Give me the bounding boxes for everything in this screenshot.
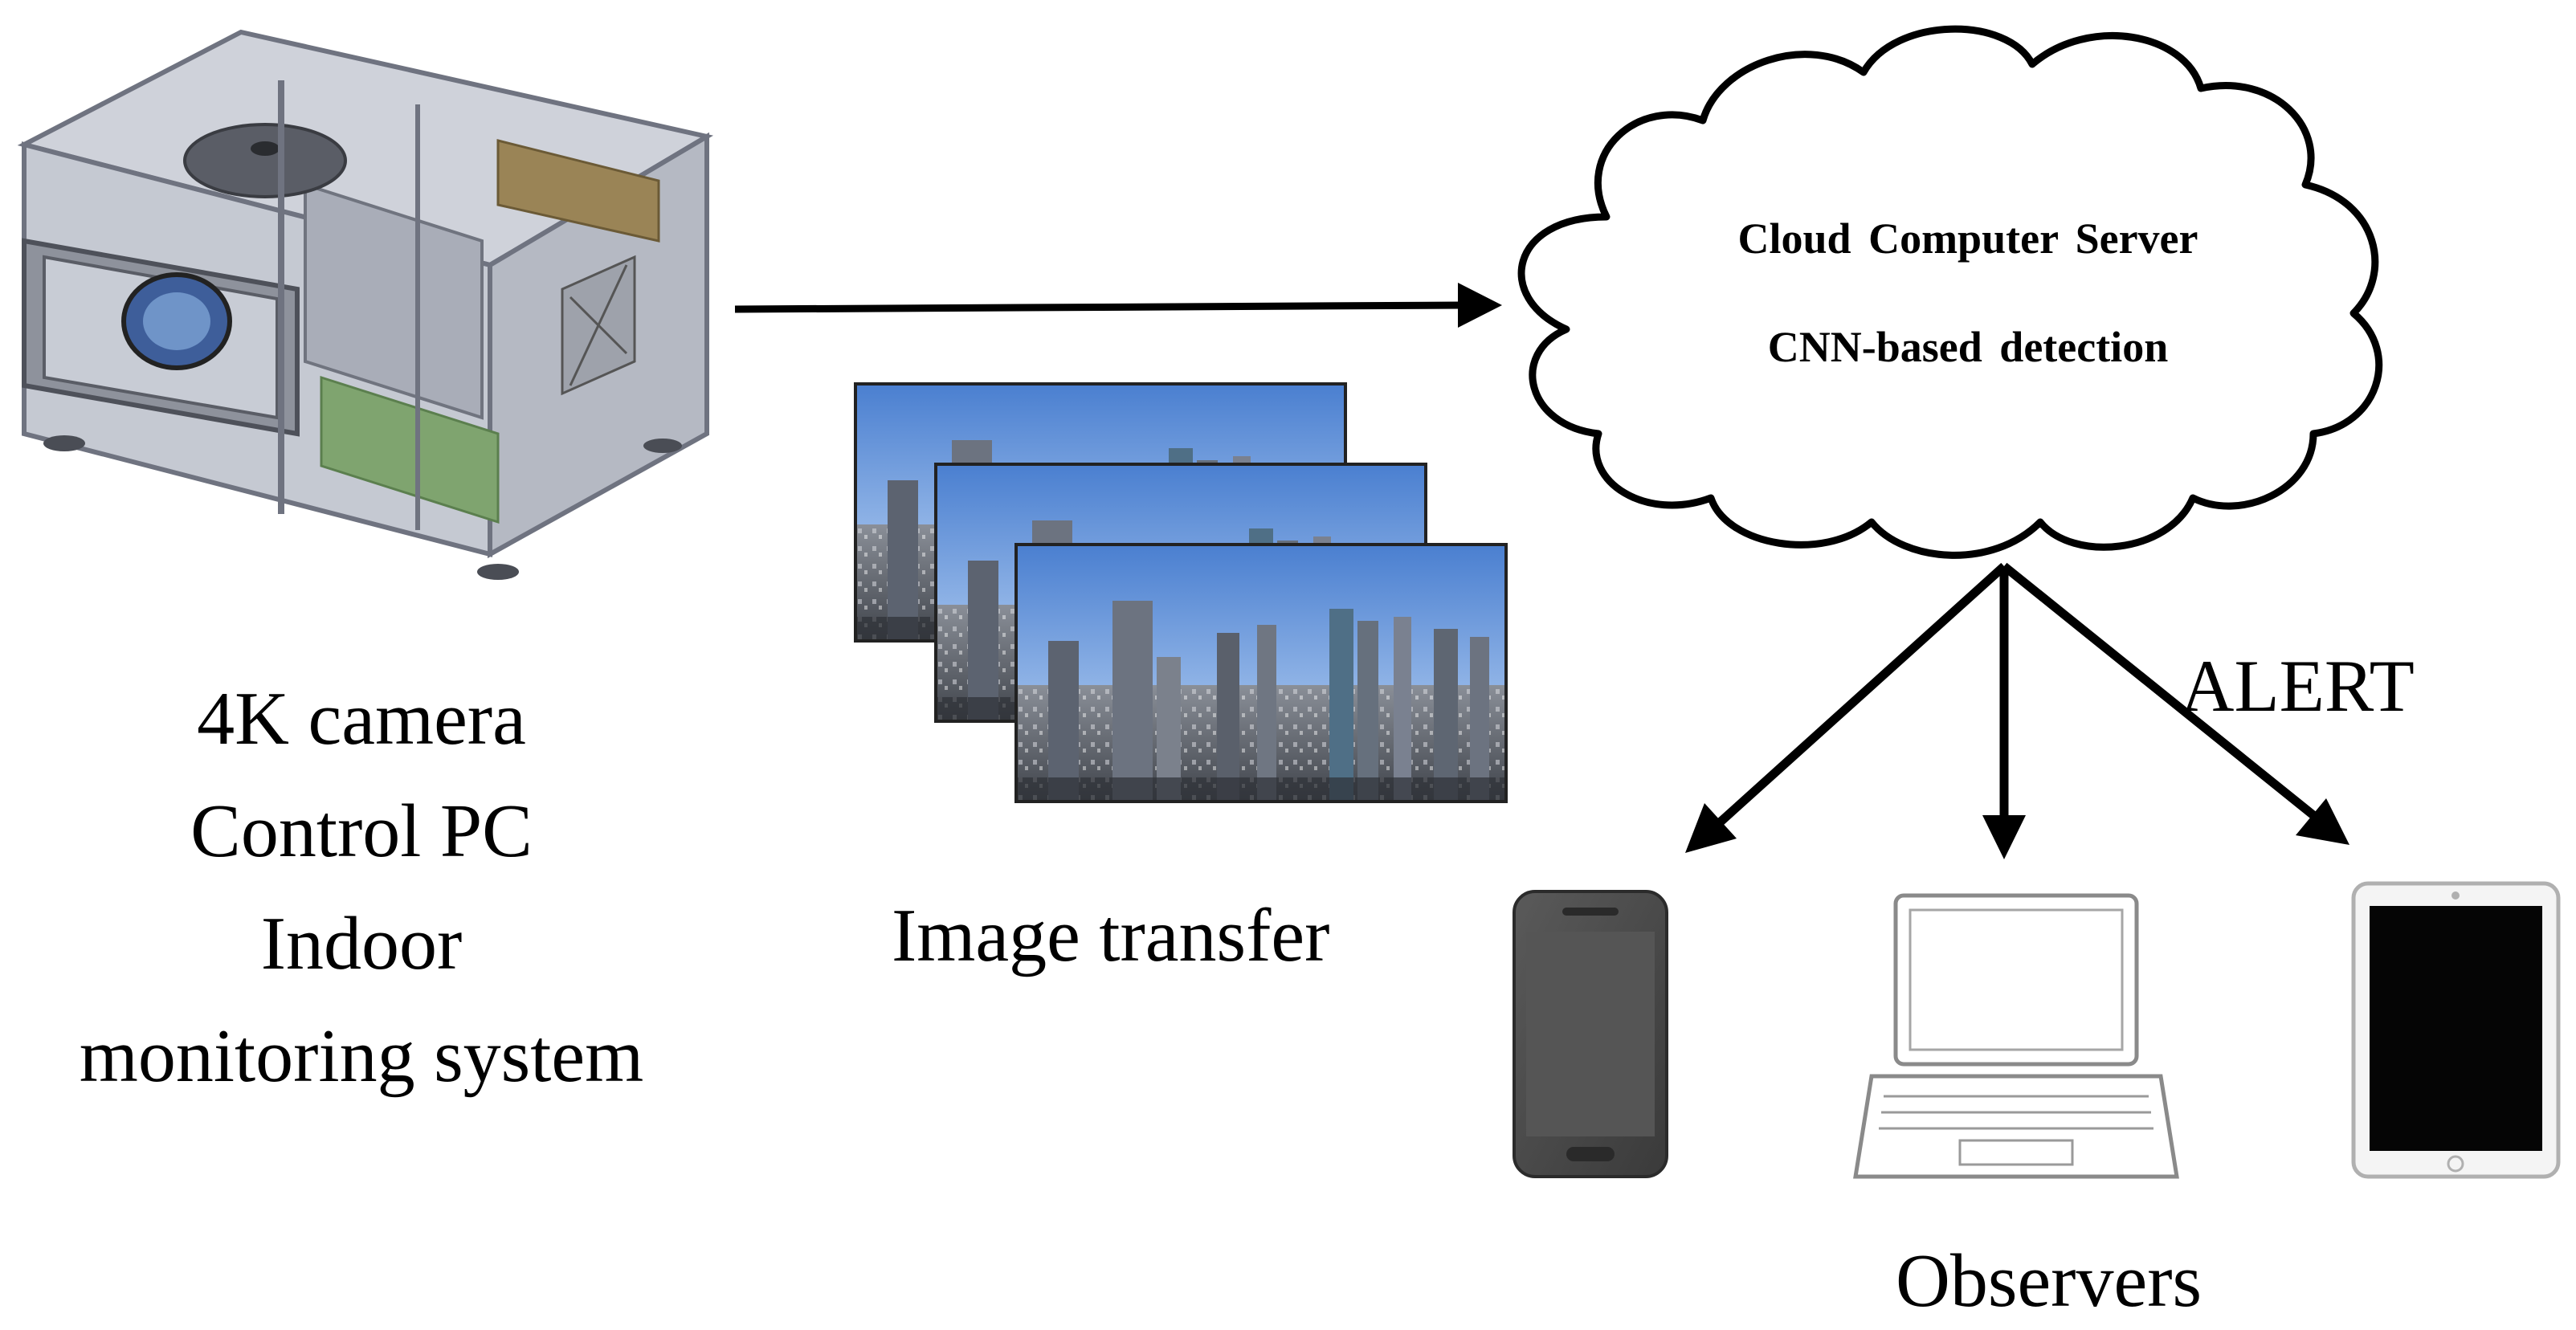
smartphone-icon <box>1513 890 1668 1178</box>
alert-arrows <box>1685 562 2349 859</box>
camera-label-line-2: Control PC <box>190 789 533 873</box>
camera-label-line-4: monitoring system <box>79 1014 644 1098</box>
transferred-images-stack <box>854 382 1508 803</box>
cloud-server-shape <box>1517 25 2383 559</box>
transfer-arrow <box>734 283 1502 328</box>
camera-label-line-1: 4K camera <box>197 677 526 761</box>
laptop-icon <box>1853 893 2179 1179</box>
tablet-icon <box>2351 881 2561 1179</box>
image-frame-3 <box>1014 543 1508 803</box>
image-transfer-label: Image transfer <box>892 894 1330 977</box>
observers-label: Observers <box>1896 1239 2202 1323</box>
cloud-subtitle: CNN-based detection <box>1767 323 2169 371</box>
cloud-title: Cloud Computer Server <box>1737 214 2198 263</box>
camera-housing-illustration <box>17 29 714 580</box>
alert-label: ALERT <box>2181 645 2415 727</box>
camera-label-line-3: Indoor <box>260 902 463 985</box>
